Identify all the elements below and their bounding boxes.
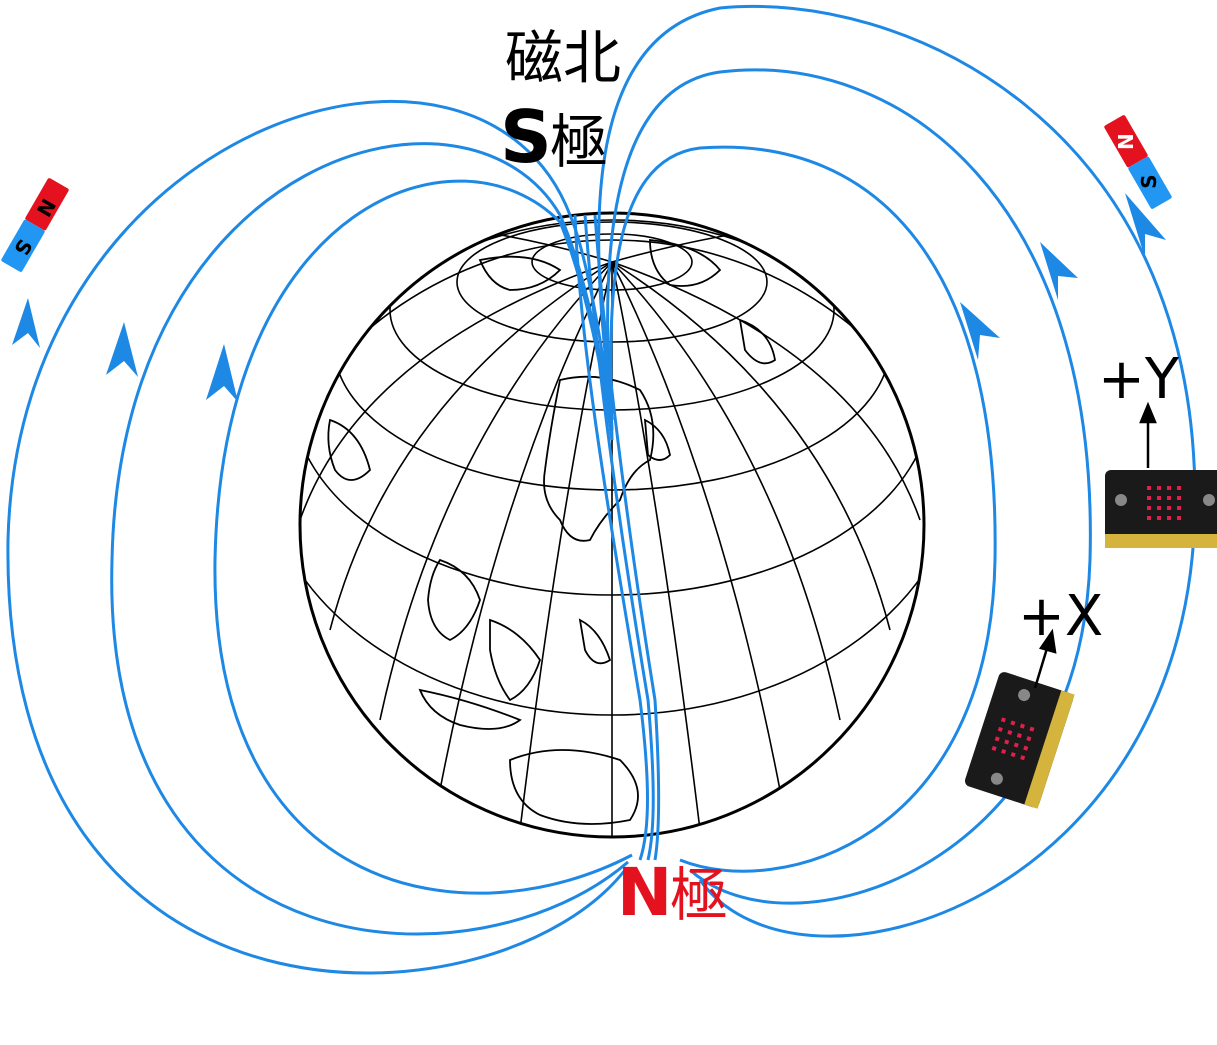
n-pole-kanji: 極	[670, 861, 728, 929]
arrow-up-icon	[206, 344, 238, 402]
magnetic-north-label: 磁北	[505, 24, 621, 92]
magnetic-field-lines	[6, 4, 1197, 975]
y-axis-arrow	[1139, 401, 1157, 468]
led-matrix	[991, 717, 1035, 761]
compass-magnet-left: N S	[1, 178, 69, 272]
s-pole-kanji: 極	[550, 108, 608, 176]
magnet-n-label: N	[1114, 133, 1138, 150]
arrow-up-icon	[1040, 242, 1078, 300]
microbit-board-tilted	[964, 672, 1075, 809]
plus-y-label: +Y	[1098, 347, 1180, 412]
s-pole-letter: S	[500, 95, 552, 179]
compass-magnet-right: N S	[1104, 115, 1172, 209]
continent-outlines	[327, 239, 776, 825]
field-direction-arrows	[12, 193, 1166, 402]
n-pole-letter: N	[617, 854, 672, 931]
microbit-board-upright	[1105, 470, 1217, 548]
arrow-up-icon	[12, 298, 40, 348]
magnet-s-label: S	[1137, 174, 1161, 188]
x-axis-arrow	[1033, 628, 1057, 689]
arrow-up-icon	[106, 322, 138, 377]
arrow-up-icon	[1125, 193, 1166, 258]
plus-x-label: +X	[1018, 584, 1103, 649]
arrow-up-icon	[960, 302, 1000, 360]
led-matrix	[1147, 486, 1181, 520]
